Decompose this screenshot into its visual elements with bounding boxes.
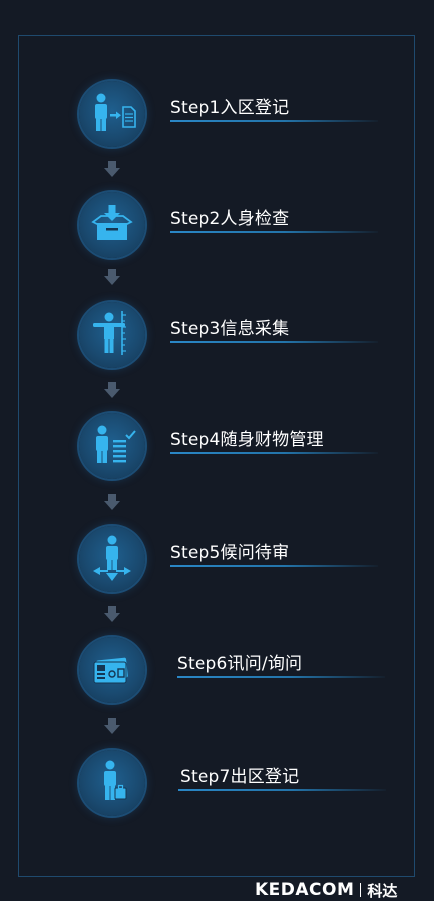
step-4-circle	[79, 413, 145, 479]
person-waiting-icon	[93, 535, 131, 581]
step-6-underline	[177, 676, 385, 678]
person-checklist-icon	[96, 425, 136, 463]
down-arrow-icon	[104, 606, 120, 622]
step-2: Step2人身检查	[0, 192, 434, 262]
down-arrow-icon	[104, 269, 120, 285]
step-1: Step1入区登记	[0, 81, 434, 151]
step-4-label: Step4随身财物管理	[170, 430, 324, 450]
frame-border	[18, 35, 415, 877]
person-measure-icon	[93, 311, 126, 355]
person-luggage-icon	[104, 760, 127, 800]
person-register-icon	[95, 93, 136, 131]
step-5-label: Step5候问待审	[170, 543, 290, 563]
down-arrow-icon	[104, 161, 120, 177]
inbox-check-icon	[91, 205, 133, 240]
step-3: Step3信息采集	[0, 302, 434, 372]
step-1-underline	[170, 120, 378, 122]
step-1-label: Step1入区登记	[170, 98, 290, 118]
step-5: Step5候问待审	[0, 526, 434, 596]
step-3-circle	[79, 302, 145, 368]
brand-cn: 科达	[367, 881, 398, 900]
brand-logo: KEDACOM 科达	[255, 879, 397, 901]
step-3-label: Step3信息采集	[170, 319, 290, 339]
step-7-label: Step7出区登记	[180, 767, 300, 787]
step-7-circle	[79, 750, 145, 816]
step-5-underline	[170, 565, 378, 567]
step-7-underline	[178, 789, 386, 791]
step-5-circle	[79, 526, 145, 592]
down-arrow-icon	[104, 494, 120, 510]
step-1-circle	[79, 81, 145, 147]
step-6: Step6讯问/询问	[0, 637, 434, 707]
step-6-label: Step6讯问/询问	[177, 654, 303, 674]
brand-separator	[360, 883, 362, 897]
step-6-circle	[79, 637, 145, 703]
step-2-circle	[79, 192, 145, 258]
step-4-underline	[170, 452, 378, 454]
brand-name: KEDACOM	[255, 880, 355, 900]
step-7: Step7出区登记	[0, 750, 434, 820]
down-arrow-icon	[104, 718, 120, 734]
step-4: Step4随身财物管理	[0, 413, 434, 483]
step-2-underline	[170, 231, 378, 233]
step-2-label: Step2人身检查	[170, 209, 290, 229]
step-3-underline	[170, 341, 378, 343]
down-arrow-icon	[104, 382, 120, 398]
id-card-icon	[93, 657, 128, 684]
